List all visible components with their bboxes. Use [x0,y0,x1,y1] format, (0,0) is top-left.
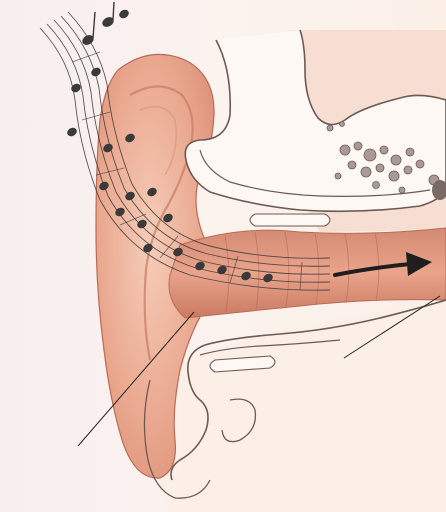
upper-bone-slot [250,214,330,226]
